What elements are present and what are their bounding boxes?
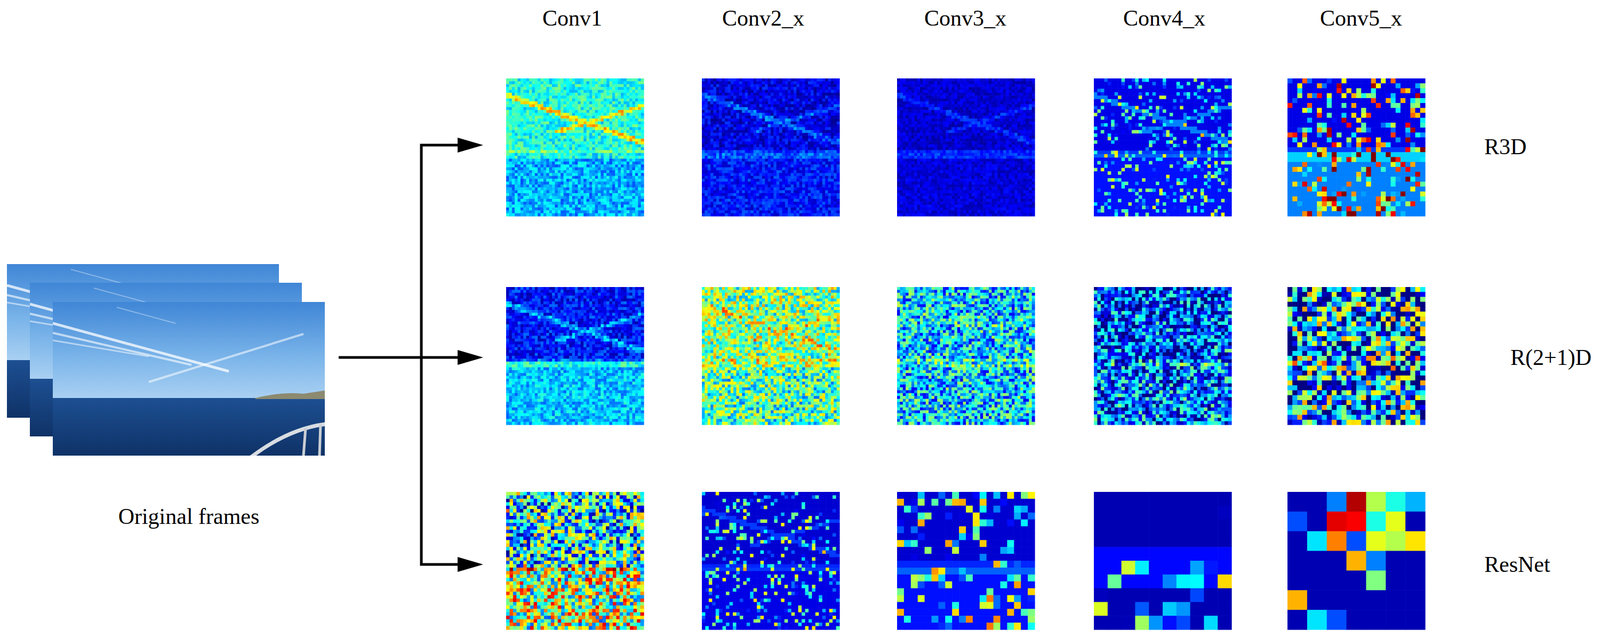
feature-map bbox=[506, 286, 645, 426]
feature-map bbox=[897, 78, 1036, 217]
feature-map bbox=[1093, 491, 1232, 630]
feature-map bbox=[1093, 286, 1232, 426]
feature-map bbox=[506, 78, 645, 217]
feature-map bbox=[701, 491, 840, 630]
feature-map bbox=[1093, 78, 1232, 217]
column-header: Conv4_x bbox=[1123, 5, 1206, 31]
feature-map bbox=[1287, 78, 1426, 217]
row-label: R(2+1)D bbox=[1510, 344, 1592, 371]
feature-map bbox=[897, 491, 1036, 630]
row-label: ResNet bbox=[1484, 551, 1551, 578]
feature-maps bbox=[506, 78, 1426, 630]
column-header: Conv5_x bbox=[1320, 5, 1403, 31]
column-header: Conv2_x bbox=[722, 5, 805, 31]
frame-stack: Original frames bbox=[6, 264, 325, 534]
feature-map bbox=[701, 78, 840, 217]
split-arrows bbox=[338, 137, 484, 572]
feature-map bbox=[1287, 491, 1426, 630]
feature-map bbox=[506, 491, 645, 630]
column-header: Conv3_x bbox=[924, 5, 1007, 31]
feature-map bbox=[897, 286, 1036, 426]
frame-caption: Original frames bbox=[118, 503, 260, 530]
feature-map bbox=[1287, 286, 1426, 426]
row-label: R3D bbox=[1484, 133, 1527, 160]
feature-map bbox=[701, 286, 840, 426]
column-header: Conv1 bbox=[542, 5, 603, 31]
